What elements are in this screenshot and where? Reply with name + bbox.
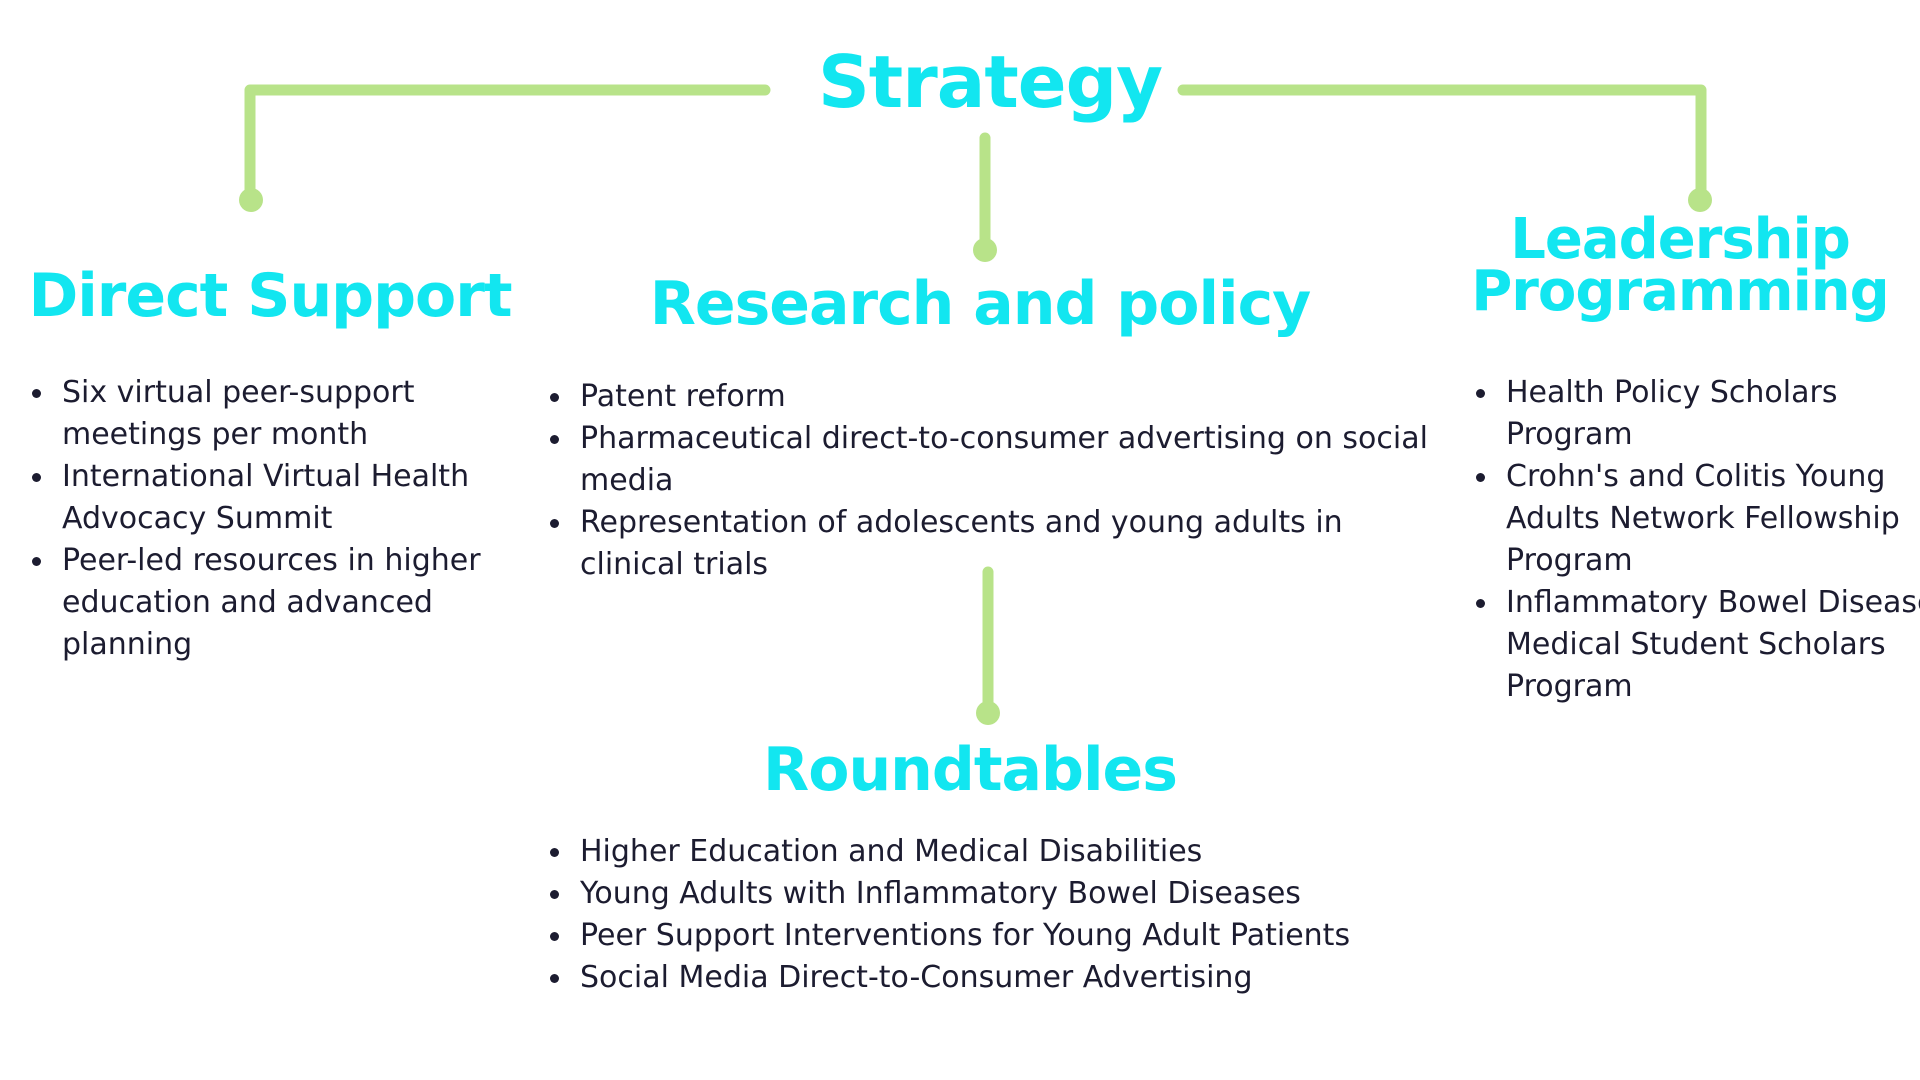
list-item: Inflammatory Bowel Disease Medical Stude… <box>1476 582 1920 708</box>
list-item: Crohn's and Colitis Young Adults Network… <box>1476 456 1920 582</box>
research-policy-list: Patent reform Pharmaceutical direct-to-c… <box>548 376 1450 586</box>
connector-left-end-dot <box>239 188 263 212</box>
list-item: Patent reform <box>550 376 1450 418</box>
connector-roundtables-end-dot <box>976 701 1000 725</box>
direct-support-heading: Direct Support <box>28 261 512 331</box>
leadership-programming-heading: Leadership Programming <box>1471 207 1889 324</box>
list-item: Six virtual peer-support meetings per mo… <box>32 372 522 456</box>
roundtables-heading: Roundtables <box>763 735 1178 805</box>
list-item: Young Adults with Inflammatory Bowel Dis… <box>550 873 1480 915</box>
connector-right <box>1177 84 1707 203</box>
roundtables-list: Higher Education and Medical Disabilitie… <box>548 831 1480 999</box>
list-item: Peer-led resources in higher education a… <box>32 540 522 666</box>
list-item: Health Policy Scholars Program <box>1476 372 1920 456</box>
list-item: International Virtual Health Advocacy Su… <box>32 456 522 540</box>
leadership-programming-list: Health Policy Scholars Program Crohn's a… <box>1474 372 1920 708</box>
research-policy-heading: Research and policy <box>649 269 1312 339</box>
connector-left <box>244 84 771 203</box>
list-item: Peer Support Interventions for Young Adu… <box>550 915 1480 957</box>
direct-support-list: Six virtual peer-support meetings per mo… <box>30 372 522 666</box>
connector-center-end-dot <box>973 238 997 262</box>
list-item: Social Media Direct-to-Consumer Advertis… <box>550 957 1480 999</box>
list-item: Pharmaceutical direct-to-consumer advert… <box>550 418 1450 502</box>
list-item: Representation of adolescents and young … <box>550 502 1450 586</box>
connector-right-end-dot <box>1688 188 1712 212</box>
strategy-title: Strategy <box>817 40 1163 124</box>
list-item: Higher Education and Medical Disabilitie… <box>550 831 1480 873</box>
